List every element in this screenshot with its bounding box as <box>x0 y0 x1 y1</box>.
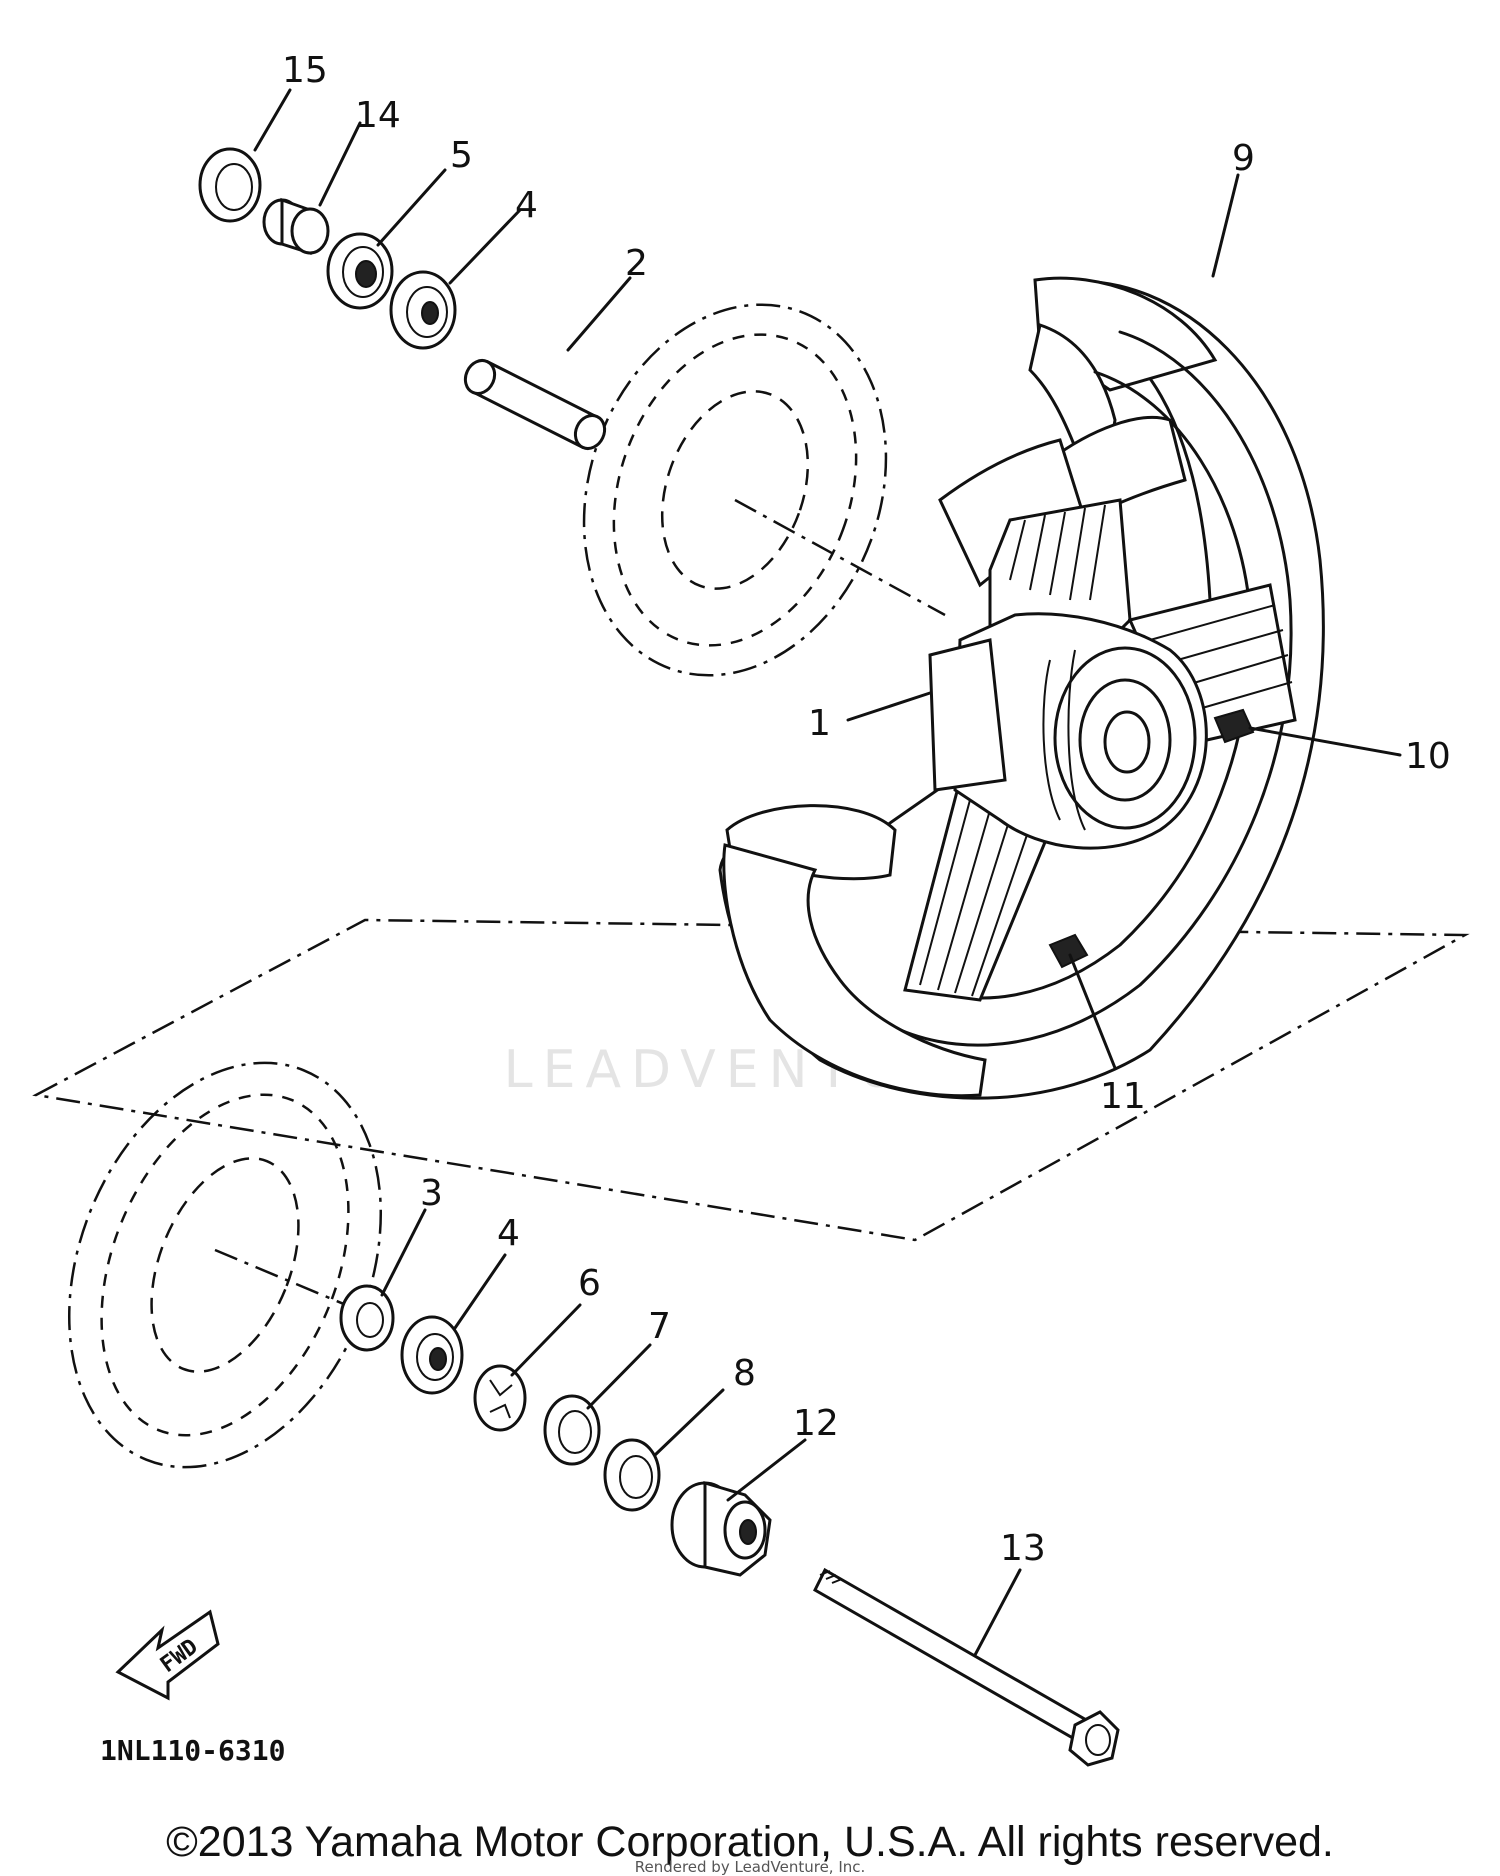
callout-11: 11 <box>1100 1076 1146 1117</box>
callout-15: 15 <box>282 50 328 91</box>
bearing-lower <box>400 1315 464 1395</box>
callout-4-lower: 4 <box>497 1213 520 1254</box>
leader-lines <box>253 88 1402 1657</box>
diagram-code: 1NL110-6310 <box>100 1734 285 1767</box>
copyright-notice: ©2013 Yamaha Motor Corporation, U.S.A. A… <box>166 1818 1334 1866</box>
reference-plane-outline <box>32 918 1470 1242</box>
forward-direction-arrow: FWD <box>115 1609 220 1701</box>
wheel-axle-13 <box>813 1567 1120 1767</box>
callout-2: 2 <box>625 243 648 284</box>
callout-9: 9 <box>1232 138 1255 179</box>
callout-7: 7 <box>648 1306 671 1347</box>
spacer-collar <box>463 358 607 451</box>
callout-12: 12 <box>793 1403 839 1444</box>
callout-8: 8 <box>733 1353 756 1394</box>
washer-8 <box>603 1438 661 1512</box>
callout-1: 1 <box>808 703 831 744</box>
retainer-6 <box>473 1364 527 1432</box>
oil-seal-7 <box>543 1394 601 1466</box>
cast-wheel <box>718 276 1325 1100</box>
oil-seal-lower <box>339 1284 395 1352</box>
lower-brake-disc <box>67 1061 383 1469</box>
cap-15 <box>198 147 262 223</box>
callout-3: 3 <box>420 1173 443 1214</box>
callout-5: 5 <box>450 135 473 176</box>
callout-14: 14 <box>355 95 401 136</box>
callout-10: 10 <box>1405 736 1451 777</box>
callout-6: 6 <box>578 1263 601 1304</box>
callout-4-upper: 4 <box>515 185 538 226</box>
collar-14 <box>262 197 330 256</box>
meter-gear-unit-12 <box>670 1480 772 1577</box>
bearing-upper <box>389 270 457 350</box>
callout-13: 13 <box>1000 1528 1046 1569</box>
oil-seal-upper <box>326 232 394 310</box>
upper-brake-disc <box>582 303 888 677</box>
render-credit: Rendered by LeadVenture, Inc. <box>634 1858 866 1876</box>
axis-centerline-upper <box>734 498 946 617</box>
